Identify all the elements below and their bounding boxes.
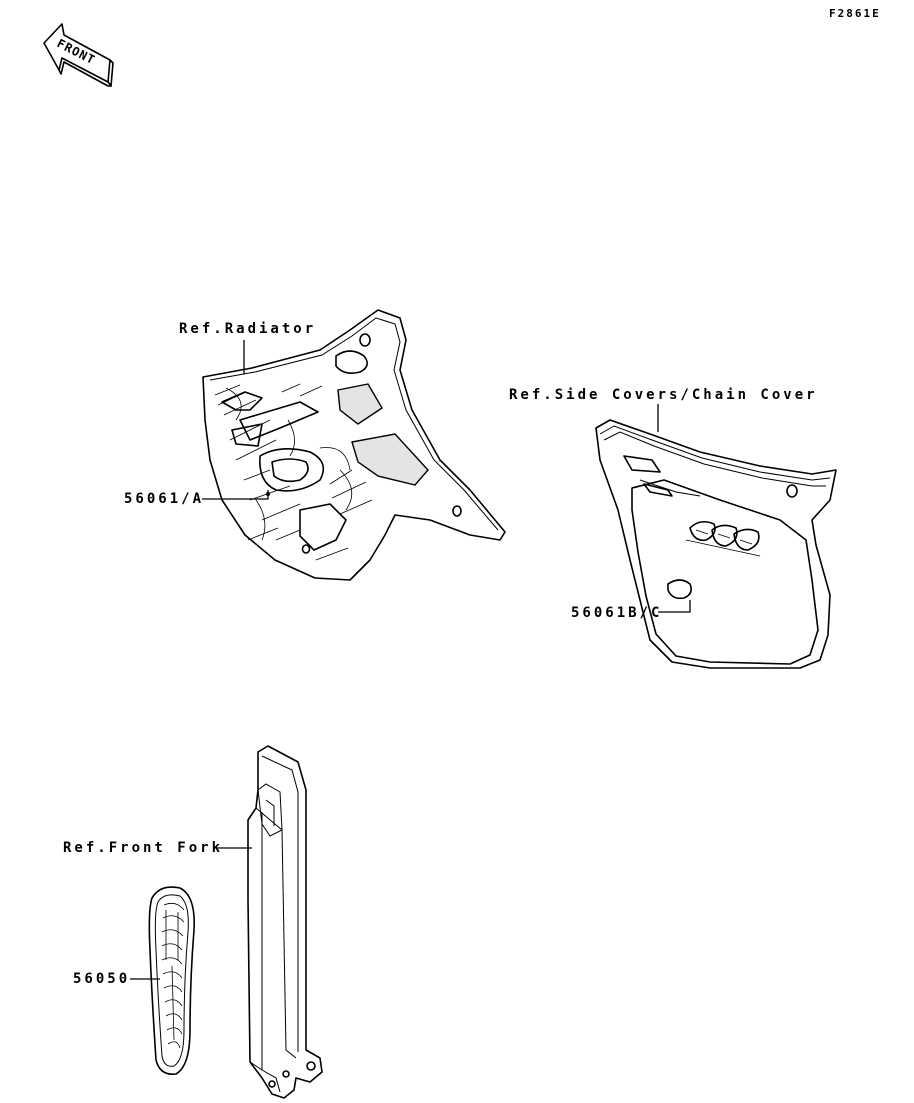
callout-side-cover-ref: Ref.Side Covers/Chain Cover bbox=[509, 387, 818, 432]
callout-side-cover-decal: 56061B/C bbox=[571, 600, 691, 621]
radiator-ref-label: Ref.Radiator bbox=[179, 321, 316, 337]
side-cover-logo-artwork bbox=[685, 520, 761, 557]
fork-decal-code: 56050 bbox=[73, 971, 130, 987]
callout-radiator-ref: Ref.Radiator bbox=[179, 321, 316, 374]
callout-radiator-decal: 56061/A bbox=[124, 490, 270, 507]
side-cover-decal-code: 56061B/C bbox=[571, 605, 662, 621]
radiator-decal-code: 56061/A bbox=[124, 491, 204, 507]
figure-code: F2861E bbox=[829, 7, 881, 20]
front-fork-ref-label: Ref.Front Fork bbox=[63, 840, 223, 856]
callout-front-fork-ref: Ref.Front Fork bbox=[63, 840, 252, 856]
front-arrow-icon: FRONT bbox=[43, 23, 114, 87]
front-fork-guard bbox=[247, 745, 323, 1099]
side-cover bbox=[595, 419, 837, 669]
callout-fork-decal: 56050 bbox=[73, 971, 160, 987]
radiator-decal-artwork bbox=[214, 383, 373, 561]
fork-decal bbox=[148, 886, 196, 1076]
side-cover-ref-label: Ref.Side Covers/Chain Cover bbox=[509, 387, 818, 403]
radiator-shroud bbox=[202, 309, 506, 581]
